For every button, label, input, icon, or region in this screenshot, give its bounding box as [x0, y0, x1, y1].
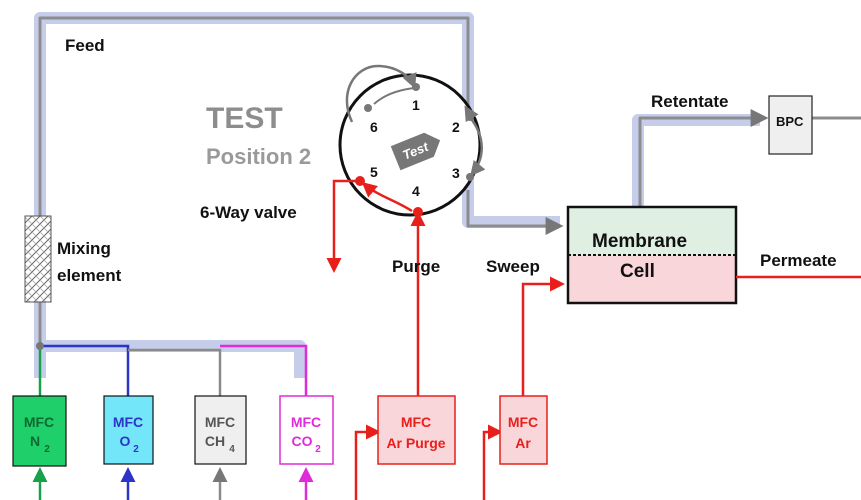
sample-loop: [345, 64, 417, 123]
sweep-line: [521, 276, 565, 396]
port-1-dot: [412, 83, 420, 91]
mfc-co2: MFC CO 2: [279, 395, 334, 465]
mfc-o2-line2: O: [120, 433, 131, 449]
mfc-ar-purge: MFC Ar Purge: [377, 395, 456, 465]
sweep-label: Sweep: [486, 257, 540, 276]
mfc-n2-sub: 2: [44, 444, 50, 455]
membrane-label: Membrane: [592, 231, 687, 252]
purge-line: [326, 179, 426, 396]
test-title: TEST: [206, 102, 283, 135]
mfc-ar-line2: Ar: [515, 435, 531, 451]
port-4-label: 4: [412, 183, 420, 199]
port-5-label: 5: [370, 164, 378, 180]
mfc-co2-sub: 2: [315, 444, 321, 455]
mfc-o2-sub: 2: [133, 444, 139, 455]
purge-internal-path: [361, 182, 413, 213]
mfc-ar-line1: MFC: [508, 414, 538, 430]
membrane-cell: Membrane Cell: [566, 205, 738, 305]
feed-label: Feed: [65, 36, 105, 55]
purge-label: Purge: [392, 257, 440, 276]
gas-manifold: [36, 342, 308, 396]
six-way-valve: Test 1 2 3 4 5 6: [338, 64, 486, 217]
port-3-dot: [466, 173, 474, 181]
mfc-o2: MFC O 2: [103, 395, 154, 465]
mfc-n2-line2: N: [30, 433, 40, 449]
mfc-ar-purge-line1: MFC: [401, 414, 431, 430]
mixing-element: [24, 215, 52, 303]
port-6-label: 6: [370, 119, 378, 135]
mfc-ar-purge-line2: Ar Purge: [386, 435, 445, 451]
mfc-ch4-sub: 4: [229, 444, 235, 455]
port-2-label: 2: [452, 119, 460, 135]
bpc-box: [768, 95, 813, 155]
mfc-n2: MFC N 2: [12, 395, 67, 467]
mfc-co2-line1: MFC: [291, 414, 321, 430]
mfc-ch4-line1: MFC: [205, 414, 235, 430]
mixing-label-2: element: [57, 266, 122, 285]
bpc-label: BPC: [776, 114, 804, 129]
mfc-n2-line1: MFC: [24, 414, 54, 430]
feed-pipe: [38, 16, 861, 346]
valve-rotor: Test: [390, 132, 441, 171]
permeate-label: Permeate: [760, 251, 837, 270]
mfc-o2-line1: MFC: [113, 414, 143, 430]
port-6-dot: [364, 104, 372, 112]
port-2-dot: [466, 113, 474, 121]
mfc-ch4: MFC CH 4: [194, 395, 247, 465]
port-3-label: 3: [452, 165, 460, 181]
mfc-ch4-line2: CH: [205, 433, 225, 449]
port-1-label: 1: [412, 97, 420, 113]
mfc-co2-line2: CO: [292, 433, 313, 449]
mixing-label-1: Mixing: [57, 239, 111, 258]
mfc-ar: MFC Ar: [499, 395, 548, 465]
valve-label: 6-Way valve: [200, 203, 297, 222]
retentate-label: Retentate: [651, 92, 728, 111]
gas-inlets: [32, 424, 503, 500]
test-position: Position 2: [206, 144, 311, 169]
cell-label: Cell: [620, 261, 655, 282]
